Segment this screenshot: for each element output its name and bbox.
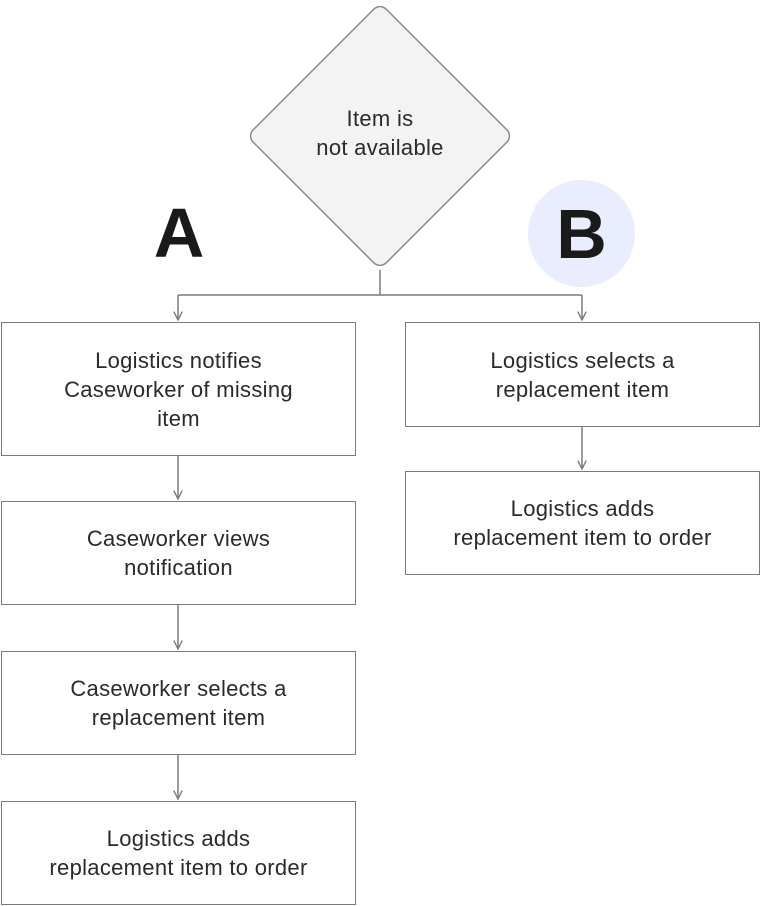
branch-b-badge	[528, 180, 635, 287]
branch-a-step-2: Caseworker views notification	[1, 501, 356, 605]
branch-b-step-1: Logistics selects a replacement item	[405, 322, 760, 427]
branch-a-step-4: Logistics adds replacement item to order	[1, 801, 356, 905]
branch-a-step-1: Logistics notifies Caseworker of missing…	[1, 322, 356, 456]
decision-node: Item is not available	[250, 6, 510, 266]
branch-b-step-2: Logistics adds replacement item to order	[405, 471, 760, 575]
decision-label: Item is not available	[316, 106, 444, 160]
branch-a-step-3: Caseworker selects a replacement item	[1, 651, 356, 755]
branch-a-label: A	[153, 194, 205, 272]
decision-diamond-shape	[250, 6, 510, 266]
branch-b-label: B	[556, 195, 607, 273]
